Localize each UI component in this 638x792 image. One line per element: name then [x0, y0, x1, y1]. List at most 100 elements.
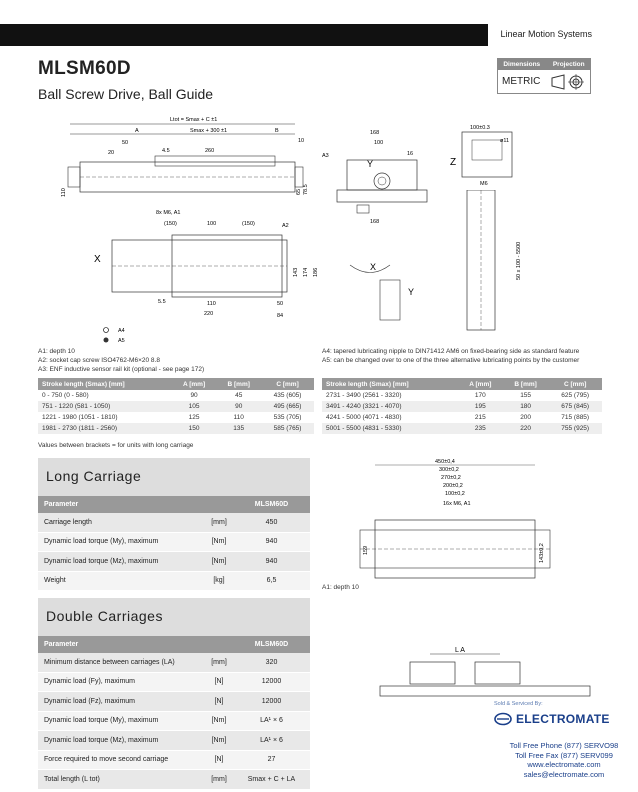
dim-20: 20: [108, 150, 114, 156]
double-carriages-header: Parameter MLSM60D: [38, 636, 310, 653]
top-side-view-drawing: Ltot = Smax + C ±1 A Smax + 300 ±1 B 50 …: [61, 117, 309, 197]
note-a3: A3: ENF inductive sensor rail kit (optio…: [38, 366, 205, 373]
y-label-2: Y: [408, 287, 414, 297]
col-a: A [mm]: [171, 378, 217, 390]
table-row: Weight[kg]6,5: [38, 571, 310, 591]
long-carriage-panel: Long Carriage Parameter MLSM60D Carriage…: [38, 458, 310, 591]
dim-785: 78.5: [303, 184, 309, 195]
col-c: C [mm]: [548, 378, 602, 390]
dim-45: 4.5: [162, 148, 170, 154]
double-carriage-drawing: L A: [379, 647, 591, 697]
long-carriage-header: Parameter MLSM60D: [38, 496, 310, 513]
brand: ELECTROMATE: [494, 712, 610, 726]
dim-159: 159: [363, 546, 369, 555]
dim-168: 168: [370, 130, 379, 136]
dimensions-label: Dimensions: [503, 60, 541, 68]
a3-label: A3: [322, 153, 329, 159]
table-row: Dynamic load torque (My), maximum[Nm]LA¹…: [38, 711, 310, 731]
note-a5: A5: can be changed over to one of the th…: [322, 357, 580, 364]
dimension-box: Dimensions Projection METRIC: [497, 58, 591, 94]
z-label: Z: [450, 157, 456, 168]
long-note: A1: depth 10: [322, 584, 359, 591]
legend-a4-a5: A4 A5: [103, 327, 125, 344]
table-row: Dynamic load (Fy), maximum[N]12000: [38, 672, 310, 692]
website-link[interactable]: www.electromate.com: [527, 760, 601, 769]
dim-1432: 143±0,2: [539, 543, 545, 563]
notes-right: A4: tapered lubricating nipple to DIN714…: [322, 347, 622, 365]
projection-label: Projection: [552, 60, 585, 68]
table-row: Dynamic load torque (Mz), maximum[Nm]LA¹…: [38, 731, 310, 751]
phone-text: Toll Free Phone (877) SERVO98: [509, 741, 619, 750]
range-label: 50 x 100 - 5500: [516, 242, 522, 280]
b-dim: B: [275, 128, 279, 134]
double-carriages-panel: Double Carriages Parameter MLSM60D Minim…: [38, 598, 310, 790]
holes-16: 16x M6, A1: [443, 501, 471, 507]
top-view-drawing: 8x M6, A1 (150) 100 (150) A2 X 5.5 110 2…: [94, 210, 319, 333]
detail-z-drawing: Z 100±0.3 ø11 M6: [450, 125, 513, 187]
la-label: L A: [455, 647, 465, 654]
note-a4: A4: tapered lubricating nipple to DIN714…: [322, 348, 580, 355]
dim-10: 10: [298, 138, 304, 144]
y-label: Y: [367, 159, 373, 169]
col-b: B [mm]: [502, 378, 549, 390]
a4-label: A4: [118, 328, 125, 334]
a5-label: A5: [118, 338, 125, 344]
email-link[interactable]: sales@electromate.com: [523, 769, 605, 779]
contact-block: Toll Free Phone (877) SERVO98 Toll Free …: [494, 741, 634, 779]
dim-50m: 50: [277, 301, 283, 307]
long-carriage-drawing: 450±0,4 300±0,2 270±0,2 200±0,2 100±0,2 …: [359, 459, 551, 579]
dim-55: 5.5: [158, 299, 166, 305]
fax-text: Toll Free Fax (877) SERV099: [515, 750, 613, 760]
dim-11: ø11: [500, 138, 509, 144]
dim-100m: 100: [207, 221, 216, 227]
dim-200: 200±0,2: [443, 483, 463, 489]
dim-174: 174: [303, 268, 309, 277]
end-view-drawing: 168 100 16 Y A3 168: [322, 130, 428, 225]
product-subtitle: Ball Screw Drive, Ball Guide: [38, 86, 214, 102]
table-row: Force required to move second carriage[N…: [38, 750, 310, 770]
note-a1: A1: depth 10: [38, 348, 75, 355]
col-stroke: Stroke length (Smax) [mm]: [322, 378, 458, 390]
col-b: B [mm]: [216, 378, 262, 390]
dim-16: 16: [407, 151, 413, 157]
dim-1501: (150): [164, 221, 177, 227]
section-x-drawing: X Y Z: [349, 262, 414, 321]
col-c: C [mm]: [261, 378, 314, 390]
dim-50: 50: [122, 140, 128, 146]
col-stroke: Stroke length (Smax) [mm]: [38, 378, 172, 390]
brand-name: ELECTROMATE: [516, 712, 610, 726]
dim-143: 143: [293, 268, 299, 277]
dim-100-03: 100±0.3: [470, 125, 490, 131]
note-a2: A2: socket cap screw ISO4762-M6×20 8.8: [38, 357, 160, 364]
a2-label: A2: [282, 223, 289, 229]
stroke-note: Values between brackets = for units with…: [38, 442, 194, 449]
stroke-table-left: Stroke length (Smax) [mm] A [mm] B [mm] …: [38, 378, 314, 434]
unit-label: METRIC: [502, 76, 541, 87]
stroke-table-right: Stroke length (Smax) [mm] A [mm] B [mm] …: [322, 378, 602, 434]
smax-dim: Smax + 300 ±1: [190, 128, 227, 134]
double-carriages-title: Double Carriages: [38, 608, 310, 630]
dim-270: 270±0,2: [441, 475, 461, 481]
dim-168b: 168: [370, 219, 379, 225]
dim-100: 100: [374, 140, 383, 146]
a-dim: A: [135, 128, 139, 134]
table-row: Dynamic load (Fz), maximum[N]12000: [38, 692, 310, 712]
product-title: MLSM60D: [38, 58, 131, 79]
dim-65: 65: [296, 189, 302, 195]
table-row: Carriage length[mm]450: [38, 513, 310, 533]
holes-label: 8x M6, A1: [156, 210, 180, 216]
dim-300: 300±0,2: [439, 467, 459, 473]
sold-label: Sold & Serviced By:: [494, 701, 543, 707]
dim-220: 220: [204, 311, 213, 317]
table-row: Total length (L tot)[mm]Smax + C + LA: [38, 770, 310, 790]
dim-260: 260: [205, 148, 214, 154]
long-carriage-title: Long Carriage: [38, 468, 310, 490]
col-a: A [mm]: [457, 378, 503, 390]
